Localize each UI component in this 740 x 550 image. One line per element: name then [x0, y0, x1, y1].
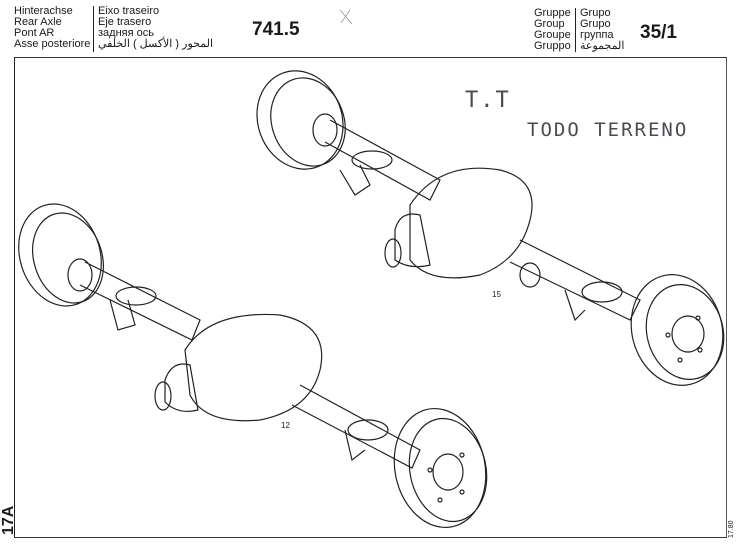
stamp-tt: T.T: [465, 88, 511, 113]
title-it: Asse posteriore: [14, 38, 91, 50]
title-fr: Pont AR: [14, 27, 55, 39]
title-labels-left: Hinterachse Rear Axle Pont AR Asse poste…: [14, 6, 90, 50]
title-de: Hinterachse: [14, 5, 73, 17]
group-es: Grupo: [580, 18, 611, 30]
group-pt: Grupo: [580, 7, 611, 19]
print-date: 17.80: [728, 520, 735, 538]
group-labels-left: Gruppe Group Groupe Gruppo: [534, 8, 571, 52]
callout-12: 12: [281, 421, 290, 430]
page-side-code: 17A: [0, 505, 17, 535]
group-ru: группа: [580, 29, 614, 41]
title-ar: المحور ( الأكسل ) الخلفي: [98, 38, 214, 50]
title-es: Eje trasero: [98, 16, 152, 28]
group-separator: [575, 8, 576, 52]
drawing-number: 741.5: [252, 19, 300, 40]
rear-axle-upper: [256, 70, 725, 386]
group-de: Gruppe: [534, 7, 571, 19]
group-en: Group: [534, 18, 565, 30]
group-fr: Groupe: [534, 29, 571, 41]
title-separator: [93, 6, 94, 52]
title-en: Rear Axle: [14, 16, 62, 28]
pencil-mark: [339, 9, 353, 25]
group-number: 35/1: [640, 22, 677, 43]
stamp-todo-terreno: TODO TERRENO: [527, 119, 689, 141]
group-ar: المجموعة: [580, 40, 625, 52]
group-labels-right: Grupo Grupo группа المجموعة: [580, 8, 624, 52]
group-it: Gruppo: [534, 40, 571, 52]
rear-axle-lower: [18, 203, 488, 529]
drawing-frame: [14, 57, 727, 538]
title-ru: задняя ось: [98, 27, 154, 39]
title-labels-right: Eixo traseiro Eje trasero задняя ось الم…: [98, 6, 213, 50]
callout-15: 15: [492, 290, 501, 299]
title-pt: Eixo traseiro: [98, 5, 160, 17]
